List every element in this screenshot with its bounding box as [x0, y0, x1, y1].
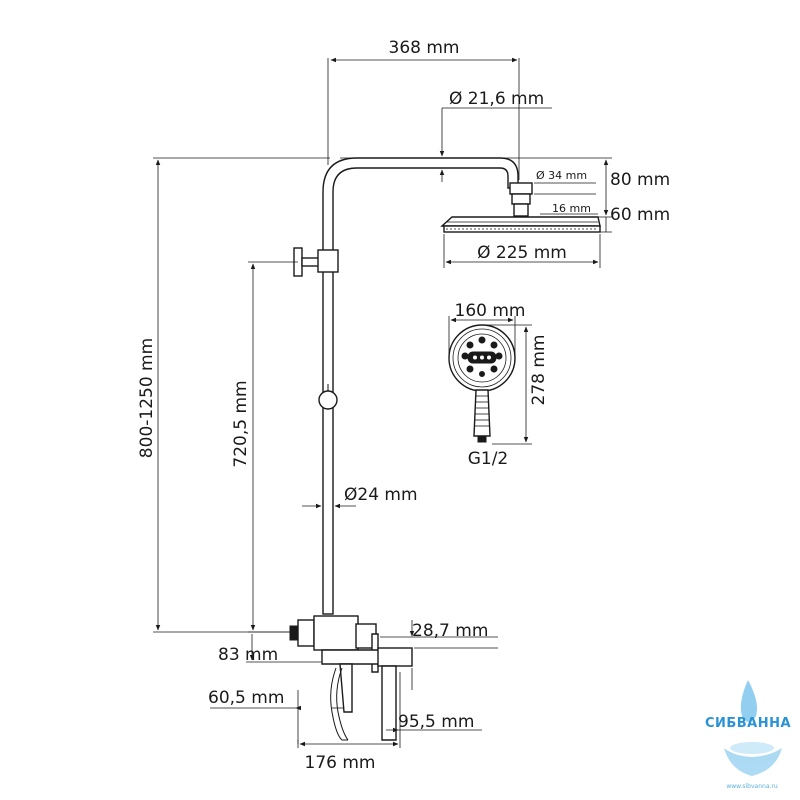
- dim-arm-diameter: [439, 107, 552, 182]
- label-hand-width: 160 mm: [455, 301, 526, 321]
- mixer-body: [289, 615, 387, 713]
- dim-hand-length: [484, 324, 532, 445]
- holder-knob: [318, 384, 338, 410]
- dim-lower-28-7: [380, 620, 498, 690]
- dim-arm-length: [327, 57, 520, 180]
- dim-hand-width: [448, 316, 516, 354]
- head-connector: [509, 182, 533, 217]
- brand-name: СИБВАННА: [705, 716, 791, 731]
- label-connector-diameter: Ø 34 mm: [536, 169, 587, 182]
- label-head-thickness: 16 mm: [552, 202, 591, 215]
- dim-lower-83: [246, 634, 322, 663]
- label-head-height: 80 mm: [610, 170, 670, 190]
- label-lower-28-7: 28,7 mm: [412, 621, 488, 641]
- dim-bar-length: [248, 261, 298, 633]
- label-lower-60-5: 60,5 mm: [208, 688, 284, 708]
- label-head-overall: 60 mm: [610, 205, 670, 225]
- brand-url: www.sibvanna.ru: [726, 783, 778, 790]
- label-arm-length: 368 mm: [389, 38, 460, 58]
- dim-bottom-width: [297, 672, 401, 748]
- shower-hose: [330, 667, 349, 741]
- wall-bracket-upper: [293, 247, 339, 277]
- dim-lower-60-5: [210, 690, 344, 744]
- label-bottom-width: 176 mm: [305, 753, 376, 773]
- label-bar-diameter: Ø24 mm: [344, 485, 418, 505]
- label-lower-95-5: 95,5 mm: [398, 712, 474, 732]
- label-hand-length: 278 mm: [529, 335, 549, 406]
- label-lower-83: 83 mm: [218, 645, 278, 665]
- shower-arm: [322, 157, 519, 263]
- brand-logo: [724, 680, 782, 776]
- bath-spout: [377, 647, 413, 741]
- riser-bar: [322, 261, 334, 615]
- label-height-range: 800-1250 mm: [137, 338, 157, 458]
- label-arm-diameter: Ø 21,6 mm: [449, 89, 544, 109]
- dim-connector-diameter: [534, 182, 596, 195]
- rain-shower-head: [440, 216, 601, 233]
- dim-head-diameter: [443, 234, 601, 268]
- label-bar-length: 720,5 mm: [231, 380, 251, 467]
- label-thread: G1/2: [468, 449, 509, 469]
- label-head-diameter: Ø 225 mm: [477, 243, 567, 263]
- hand-shower: [448, 324, 516, 443]
- dim-head-heights: [340, 157, 612, 233]
